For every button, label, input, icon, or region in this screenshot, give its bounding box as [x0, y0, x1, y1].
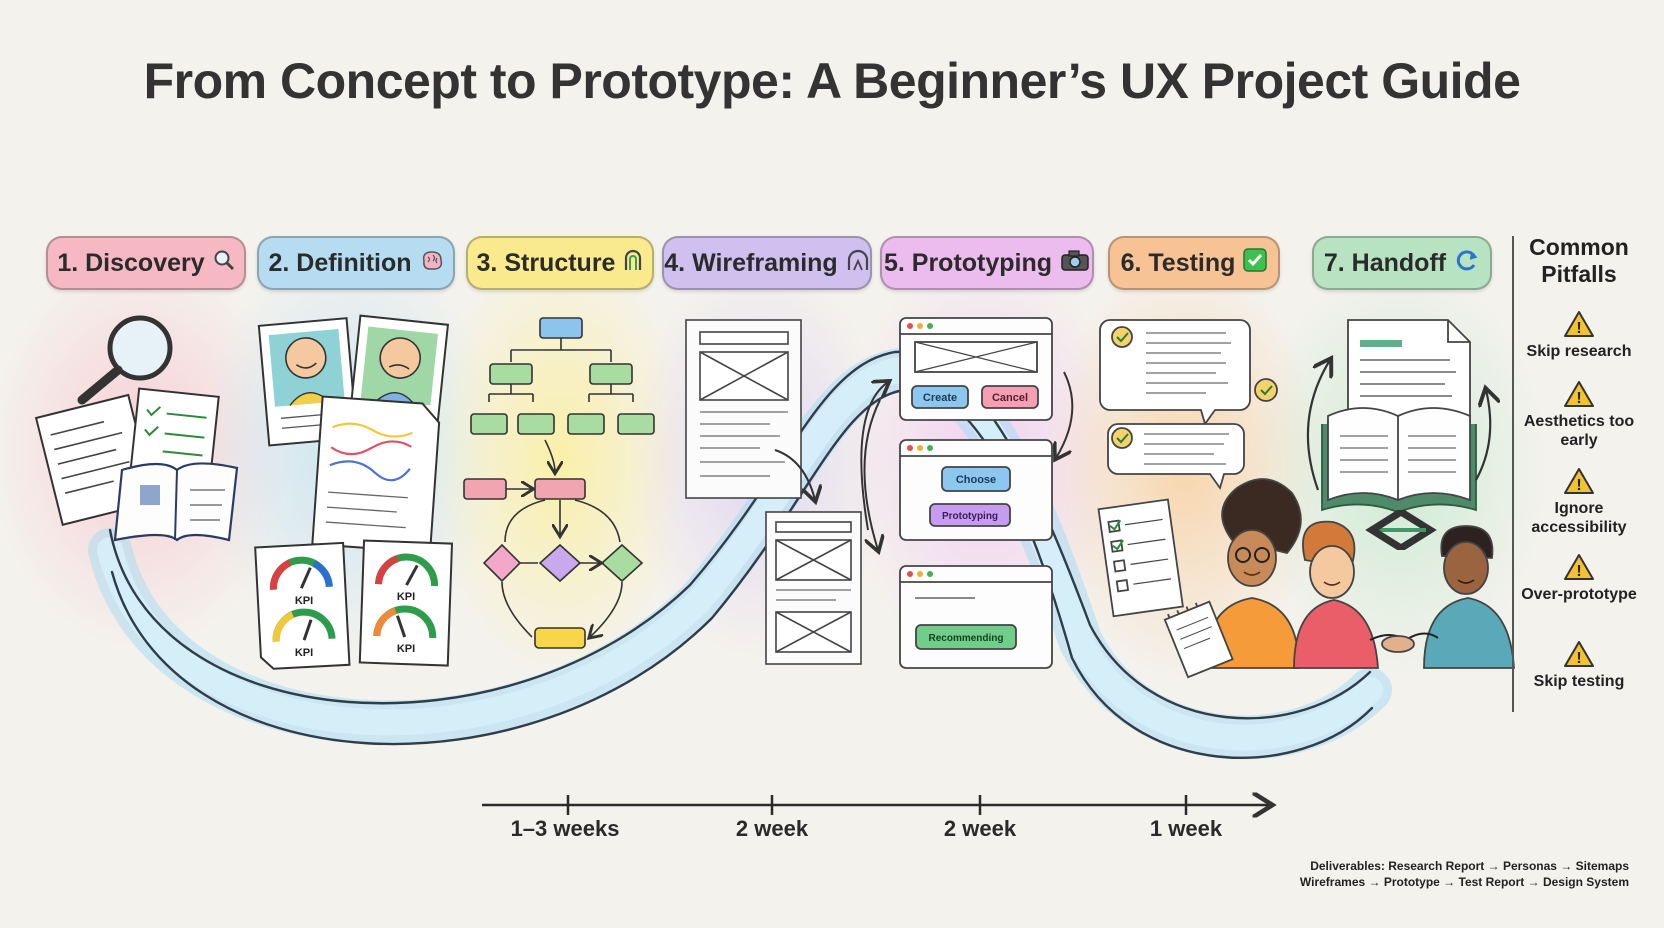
definition-illustration [254, 314, 454, 670]
proto-choose-button: Choose [956, 474, 996, 486]
svg-text:!: ! [1576, 563, 1581, 580]
stage-wireframing: 4. Wireframing [662, 236, 872, 290]
stage-prototyping: 5. Prototyping [880, 236, 1094, 290]
stage-label: 2. Definition [268, 248, 412, 277]
timeline-axis [482, 795, 1270, 815]
arch-icon [623, 248, 643, 278]
warning-icon: ! [1564, 311, 1594, 337]
pitfall-item: ! Aesthetics too early [1520, 380, 1638, 450]
wireframing-illustration [685, 319, 862, 665]
timeline-tick-label: 2 week [943, 816, 1017, 841]
structure-illustration [463, 317, 655, 648]
stage-label: 7. Handoff [1323, 248, 1447, 277]
pitfall-item: ! Ignore accessibility [1520, 467, 1638, 537]
deliverables-line: Deliverables: Research Report → Personas… [1310, 859, 1629, 873]
pitfall-label: Over-prototype [1521, 586, 1637, 603]
stage-handoff: 7. Handoff [1312, 236, 1492, 290]
stage-definition: 2. Definition [257, 236, 455, 290]
stage-discovery: 1. Discovery [46, 236, 246, 290]
kpi-label: KPI [397, 591, 415, 603]
svg-text:!: ! [1576, 320, 1581, 337]
warning-icon: ! [1564, 381, 1594, 407]
stage-testing: 6. Testing [1108, 236, 1280, 290]
stage-label: 6. Testing [1120, 248, 1236, 277]
pitfall-item: ! Skip research [1520, 310, 1638, 361]
magnifier-icon [213, 249, 235, 277]
timeline-tick-label: 1–3 weeks [510, 816, 620, 841]
svg-text:!: ! [1576, 477, 1581, 494]
proto-create-button: Create [923, 392, 957, 404]
deliverables-note: Deliverables: Research Report → Personas… [1300, 858, 1629, 890]
pitfall-label: Ignore accessibility [1531, 500, 1627, 536]
refresh-icon [1454, 247, 1480, 279]
pitfall-item: ! Over-prototype [1520, 553, 1638, 604]
wireframe-icon [846, 248, 870, 278]
timeline-tick-label: 2 week [735, 816, 809, 841]
handoff-illustration [1293, 319, 1515, 669]
svg-text:!: ! [1576, 390, 1581, 407]
pitfalls-divider [1512, 236, 1514, 712]
pitfall-label: Skip testing [1533, 673, 1625, 690]
kpi-label: KPI [295, 595, 313, 607]
pitfall-label: Skip research [1526, 343, 1632, 360]
page-title: From Concept to Prototype: A Beginner’s … [143, 53, 1521, 109]
warning-icon: ! [1564, 641, 1594, 667]
pitfall-label: Aesthetics too early [1523, 413, 1635, 449]
checkmark-icon [1243, 248, 1268, 278]
deliverables-line: Wireframes → Prototype → Test Report → D… [1299, 875, 1629, 889]
pitfalls-title: Common Pitfalls [1529, 234, 1629, 287]
camera-icon [1060, 248, 1090, 278]
stage-label: 3. Structure [476, 248, 616, 277]
stage-label: 1. Discovery [57, 248, 205, 277]
kpi-label: KPI [397, 643, 415, 655]
stage-label: 4. Wireframing [664, 248, 838, 277]
testing-illustration [1097, 319, 1302, 679]
prototyping-illustration [860, 317, 1074, 669]
stage-label: 5. Prototyping [883, 248, 1053, 277]
proto-cancel-button: Cancel [992, 392, 1028, 404]
pitfall-item: ! Skip testing [1520, 640, 1638, 691]
warning-icon: ! [1564, 468, 1594, 494]
discovery-illustration [34, 315, 239, 542]
svg-text:!: ! [1576, 650, 1581, 667]
stage-structure: 3. Structure [466, 236, 654, 290]
warning-icon: ! [1564, 554, 1594, 580]
kpi-label: KPI [295, 647, 313, 659]
timeline-tick-label: 1 week [1149, 816, 1223, 841]
proto-record-button: Recommending [928, 633, 1003, 644]
proto-prototype-button: Prototyping [942, 511, 998, 522]
brain-icon [420, 249, 444, 277]
